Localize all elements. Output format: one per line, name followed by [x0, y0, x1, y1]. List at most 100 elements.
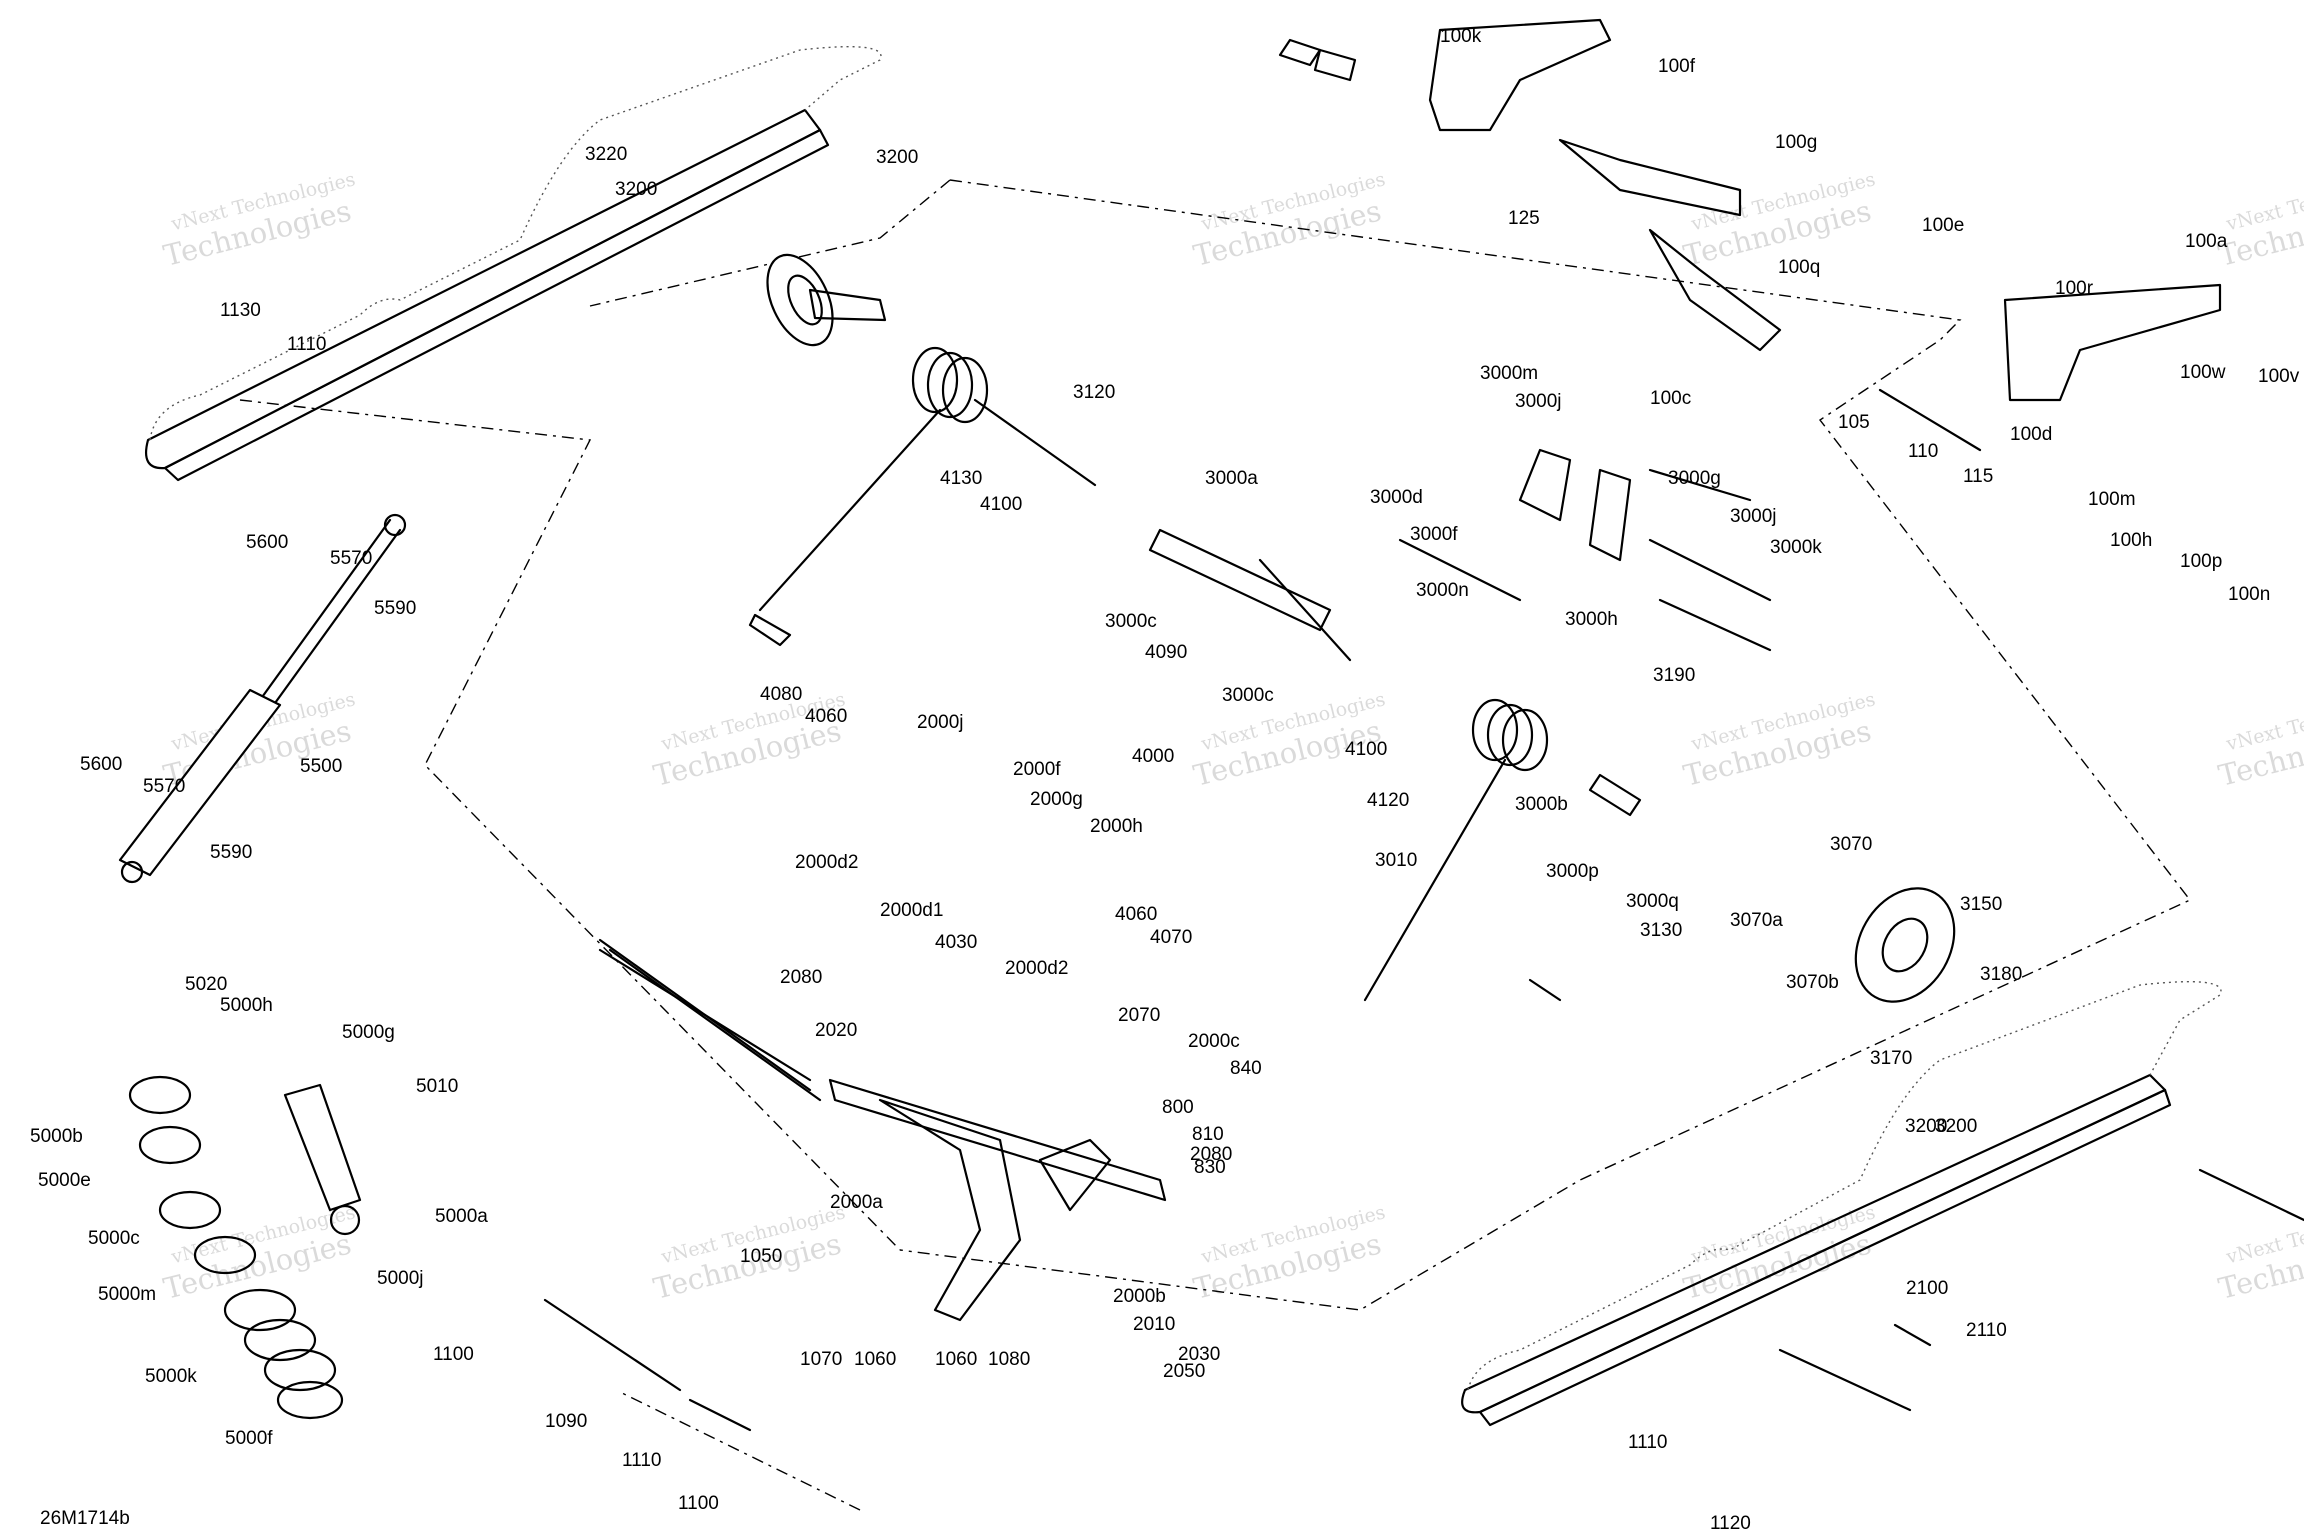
callout-label: 5500 [300, 756, 342, 777]
callout-label: 110 [1908, 441, 1938, 462]
center-bracket [1518, 448, 1772, 652]
callout-label: 3180 [1980, 964, 2022, 985]
callout-label: 4090 [1145, 642, 1187, 663]
callout-label: 3130 [1640, 920, 1682, 941]
callout-label: 3200 [1905, 1116, 1947, 1137]
callout-label: 3010 [1375, 850, 1417, 871]
callout-label: 1110 [1628, 1432, 1667, 1453]
callout-label: 100h [2110, 530, 2152, 551]
callout-label: 840 [1230, 1058, 1262, 1079]
callout-label: 4070 [1150, 927, 1192, 948]
callout-label: 100g [1775, 132, 1817, 153]
callout-label: 1060 [854, 1349, 896, 1370]
callout-label: 4060 [1115, 904, 1157, 925]
callout-label: 5000m [98, 1284, 156, 1305]
callout-label: 4080 [760, 684, 802, 705]
callout-label: 5000k [145, 1366, 197, 1387]
callout-label: 3120 [1073, 382, 1115, 403]
callout-label: 100d [2010, 424, 2052, 445]
callout-label: 830 [1194, 1157, 1226, 1178]
callout-label: 125 [1508, 208, 1540, 229]
callout-label: 4120 [1367, 790, 1409, 811]
callout-label: 2050 [1163, 1361, 1205, 1382]
callout-label: 4100 [1345, 739, 1387, 760]
torsion-spring-left [748, 346, 1097, 647]
callout-label: 100w [2180, 362, 2226, 383]
callout-label: 5000a [435, 1206, 488, 1227]
callout-label: 3150 [1960, 894, 2002, 915]
torsion-spring-right [1363, 698, 1549, 1002]
callout-label: 5000h [220, 995, 273, 1016]
callout-label: 1100 [433, 1344, 474, 1365]
callout-label: 5600 [246, 532, 288, 553]
rear-arm-tube [1148, 528, 1522, 662]
callout-label: 3070b [1786, 972, 1839, 993]
assembly-boundary-lines [239, 179, 2192, 1511]
callout-label: 1050 [740, 1246, 782, 1267]
callout-label: 2080 [1190, 1144, 1232, 1165]
callout-label: 5570 [143, 776, 185, 797]
front-arm-assembly [598, 938, 1167, 1322]
callout-label: 100m [2088, 489, 2136, 510]
callout-label: 5000b [30, 1126, 83, 1147]
left-slide-rail [144, 45, 882, 482]
callout-label: 2000g [1030, 789, 1083, 810]
callout-label: 105 [1838, 412, 1870, 433]
callout-label: 3000p [1546, 861, 1599, 882]
callout-label: 4060 [805, 706, 847, 727]
callout-label: 1130 [220, 300, 261, 321]
callout-label: 810 [1192, 1124, 1224, 1145]
callout-label: 3200 [615, 179, 657, 200]
callout-label: 100k [1440, 26, 1482, 47]
callout-label: 3000h [1565, 609, 1618, 630]
callout-label: 3220 [585, 144, 627, 165]
callout-label: 3000d [1370, 487, 1423, 508]
callout-label: 5000g [342, 1022, 395, 1043]
callout-label: 5590 [374, 598, 416, 619]
callout-label: 4030 [935, 932, 977, 953]
right-slide-rail [1461, 980, 2222, 1427]
callout-label: 5570 [330, 548, 372, 569]
callout-label: 5000f [225, 1428, 273, 1449]
callout-label: 100a [2185, 231, 2228, 252]
callout-label: 3070a [1730, 910, 1783, 931]
callout-label: 100c [1650, 388, 1691, 409]
rear-shock [118, 513, 407, 884]
callout-label: 2080 [780, 967, 822, 988]
callout-label: 1060 [935, 1349, 977, 1370]
callout-label: 3000k [1770, 537, 1822, 558]
callout-label: 5020 [185, 974, 227, 995]
callout-label: 4100 [980, 494, 1022, 515]
callout-label: 2000c [1188, 1031, 1240, 1052]
callout-label: 2000a [830, 1192, 883, 1213]
callout-label: 3000j [1515, 391, 1562, 412]
callout-label: 2110 [1966, 1320, 2007, 1341]
front-shock [283, 1083, 362, 1236]
callout-label: 2000d2 [795, 852, 858, 873]
callout-label: 2000f [1013, 759, 1061, 780]
callout-label: 1080 [988, 1349, 1030, 1370]
callout-label: 100n [2228, 584, 2270, 605]
callout-label: 3000c [1105, 611, 1157, 632]
callout-label: 1100 [678, 1493, 719, 1514]
callout-label: 2000d2 [1005, 958, 1068, 979]
callout-label: 1120 [1710, 1513, 1751, 1534]
callout-label: 2100 [1906, 1278, 1948, 1299]
callout-label: 3000m [1480, 363, 1538, 384]
callout-label: 1110 [622, 1450, 661, 1471]
callout-label: 800 [1162, 1097, 1194, 1118]
callout-label: 2030 [1178, 1344, 1220, 1365]
rear-idler-wheel [766, 253, 887, 347]
callout-label: 2010 [1133, 1314, 1175, 1335]
callout-label: 5000j [377, 1268, 424, 1289]
callout-label: 100q [1778, 257, 1820, 278]
callout-label: 100f [1658, 56, 1696, 77]
callout-label: 5600 [80, 754, 122, 775]
callout-label: 3000n [1416, 580, 1469, 601]
